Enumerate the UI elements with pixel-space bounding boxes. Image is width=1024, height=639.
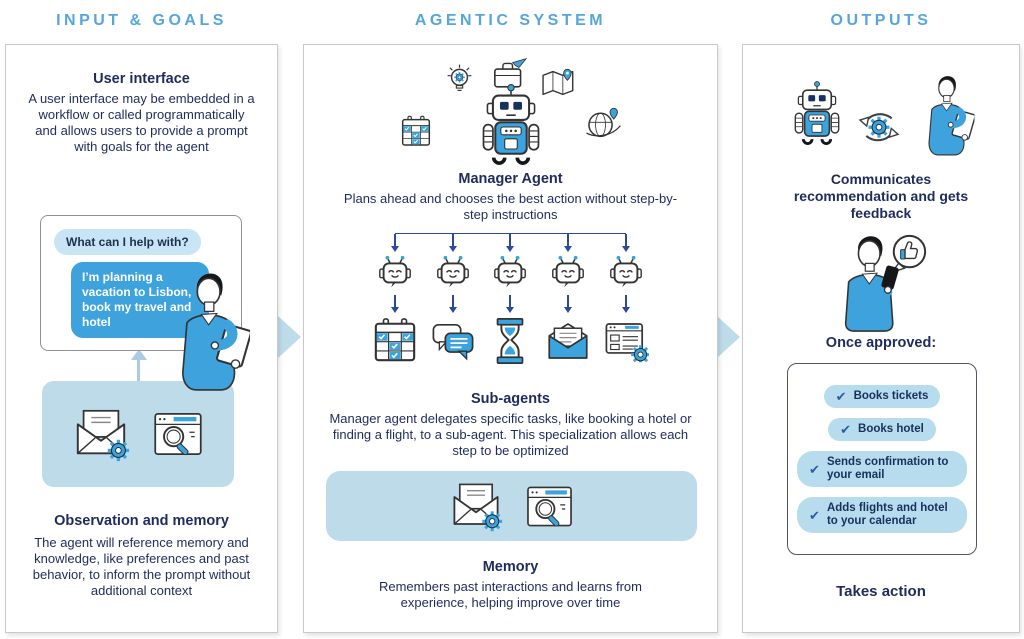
tree-connector-line bbox=[395, 233, 626, 234]
action-pill-label: Books hotel bbox=[858, 423, 924, 435]
panel-outputs: Communicates recommendation and gets fee… bbox=[742, 44, 1020, 633]
sync-gear-icon bbox=[856, 108, 902, 148]
column-header-agentic-system: AGENTIC SYSTEM bbox=[414, 12, 607, 29]
action-pill-label: Adds flights and hotel to your calendar bbox=[826, 502, 948, 527]
action-pill-books-tickets: ✔ Books tickets bbox=[823, 385, 941, 408]
person-with-tablet-illustration bbox=[156, 269, 251, 393]
sub-agent-column-mail bbox=[539, 234, 597, 365]
flow-arrow-input-to-agentic bbox=[278, 316, 301, 358]
open-mail-icon bbox=[545, 317, 591, 365]
up-arrow bbox=[130, 349, 147, 381]
person-phone-thumbsup-illustration bbox=[827, 231, 935, 333]
calendar-icon bbox=[400, 115, 432, 148]
sub-agent-robot-icon bbox=[607, 254, 645, 290]
manager-agent-title: Manager Agent bbox=[458, 171, 563, 187]
robot-icon bbox=[786, 76, 848, 154]
column-header-input-goals: INPUT & GOALS bbox=[56, 12, 227, 29]
action-pill-label: Books tickets bbox=[853, 390, 929, 402]
memory-description: Remembers past interactions and learns f… bbox=[378, 579, 642, 610]
action-pill-sends-confirmation: ✔ Sends confirmation to your email bbox=[797, 451, 967, 487]
browser-search-icon bbox=[150, 408, 206, 460]
chat-bot-bubble: What can I help with? bbox=[54, 229, 201, 255]
lightbulb-gear-icon bbox=[446, 63, 473, 98]
sub-agent-column-chat bbox=[424, 234, 482, 365]
sub-agent-robot-icon bbox=[434, 254, 472, 290]
hourglass-icon bbox=[487, 317, 533, 365]
user-interface-description: A user interface may be embedded in a wo… bbox=[28, 91, 255, 154]
sub-agent-column-document bbox=[597, 234, 655, 365]
sub-agent-column-calendar bbox=[367, 234, 425, 365]
observation-memory-box bbox=[42, 381, 234, 487]
memory-box bbox=[326, 471, 697, 541]
memory-title: Memory bbox=[482, 559, 539, 575]
user-interface-title: User interface bbox=[93, 71, 190, 87]
person-with-tablet-icon bbox=[910, 73, 976, 157]
check-icon: ✔ bbox=[840, 422, 852, 437]
observation-memory-title: Observation and memory bbox=[54, 513, 229, 529]
mail-gear-icon bbox=[447, 479, 505, 533]
document-gear-icon bbox=[603, 317, 649, 365]
chat-bubbles-icon bbox=[430, 317, 476, 365]
approved-actions-card: ✔ Books tickets ✔ Books hotel ✔ Sends co… bbox=[787, 363, 977, 555]
sub-agents-description: Manager agent delegates specific tasks, … bbox=[329, 411, 692, 458]
sub-agent-robot-icon bbox=[549, 254, 587, 290]
once-approved-title: Once approved: bbox=[825, 335, 937, 351]
action-pill-adds-calendar: ✔ Adds flights and hotel to your calenda… bbox=[797, 497, 967, 533]
column-header-outputs: OUTPUTS bbox=[830, 12, 932, 29]
flow-arrow-agentic-to-outputs bbox=[717, 316, 740, 358]
manager-agent-illustration bbox=[386, 57, 636, 171]
action-pill-books-hotel: ✔ Books hotel bbox=[828, 418, 936, 441]
check-icon: ✔ bbox=[809, 461, 820, 477]
sub-agent-column-hourglass bbox=[482, 234, 540, 365]
sub-agent-robot-icon bbox=[376, 254, 414, 290]
observation-memory-description: The agent will reference memory and know… bbox=[32, 535, 251, 598]
communicates-title: Communicates recommendation and gets fee… bbox=[793, 171, 969, 221]
panel-input-goals: User interface A user interface may be e… bbox=[5, 44, 278, 633]
sub-agents-title: Sub-agents bbox=[471, 391, 550, 407]
sub-agent-robot-icon bbox=[491, 254, 529, 290]
manager-agent-description: Plans ahead and chooses the best action … bbox=[343, 191, 678, 222]
check-icon: ✔ bbox=[835, 389, 847, 404]
check-icon: ✔ bbox=[809, 507, 820, 523]
calendar-check-icon bbox=[372, 317, 418, 365]
takes-action-title: Takes action bbox=[836, 583, 926, 600]
communication-illustration bbox=[743, 69, 1019, 161]
panel-agentic-system: Manager Agent Plans ahead and chooses th… bbox=[303, 44, 718, 633]
mail-gear-icon bbox=[70, 405, 132, 463]
sub-agent-tree bbox=[367, 233, 655, 365]
manager-robot-icon bbox=[471, 83, 551, 171]
browser-search-icon bbox=[523, 482, 576, 531]
globe-pin-icon bbox=[584, 105, 622, 140]
action-pill-label: Sends confirmation to your email bbox=[826, 456, 949, 481]
